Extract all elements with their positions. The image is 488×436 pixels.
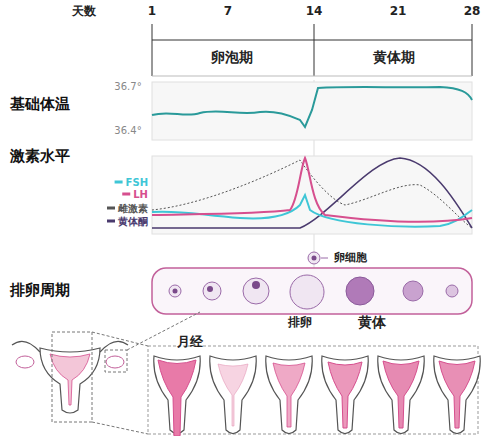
legend-row: FSH xyxy=(115,177,148,188)
text-label: 卵细胞 xyxy=(334,252,367,264)
text-label: 7 xyxy=(224,5,232,18)
legend-row: LH xyxy=(122,189,148,200)
legend-row: 雌激素 xyxy=(107,203,148,214)
text-label: 卵泡期 xyxy=(211,50,253,65)
text-label: 28 xyxy=(464,5,481,18)
text-label: 14 xyxy=(306,5,323,18)
text-label: 黄体 xyxy=(358,315,386,330)
legend-text: FSH xyxy=(126,177,148,188)
text-label: 1 xyxy=(148,5,156,18)
text-label: 月经 xyxy=(177,335,203,349)
legend-text: 雌激素 xyxy=(118,203,148,214)
legend-text: 黄体酮 xyxy=(118,216,148,227)
text-label: 黄体期 xyxy=(373,50,415,65)
text-label: 21 xyxy=(390,5,407,18)
text-label: 36.4° xyxy=(114,125,141,136)
legend-swatch xyxy=(107,220,115,223)
text-label: 激素水平 xyxy=(10,148,70,165)
text-label: 天数 xyxy=(72,5,96,18)
text-label: 36.7° xyxy=(114,81,141,92)
text-label: 基础体温 xyxy=(10,96,70,113)
legend-swatch xyxy=(122,193,130,196)
text-label: 排卵周期 xyxy=(10,282,70,299)
text-label: 排卵 xyxy=(288,316,312,329)
legend-row: 黄体酮 xyxy=(107,216,148,227)
legend-swatch xyxy=(107,207,115,210)
legend-swatch xyxy=(115,181,123,184)
legend-text: LH xyxy=(133,189,148,200)
